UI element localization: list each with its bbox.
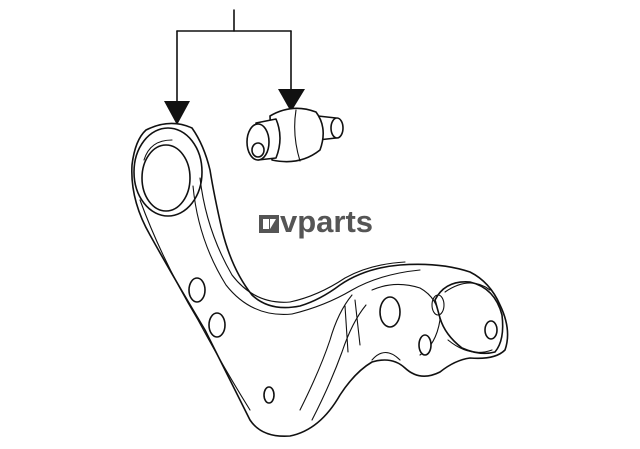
arrowhead-arm bbox=[164, 101, 190, 125]
logo-mark-icon bbox=[259, 215, 279, 233]
hole bbox=[379, 296, 401, 328]
bushing bbox=[246, 107, 344, 163]
hole bbox=[484, 320, 498, 340]
hole bbox=[418, 334, 432, 356]
hole bbox=[188, 277, 206, 303]
upper-control-arm bbox=[131, 122, 509, 437]
watermark-text: vparts bbox=[280, 204, 373, 239]
watermark-logo: vparts bbox=[259, 204, 373, 239]
callout-leader bbox=[164, 9, 305, 125]
arrowhead-bushing bbox=[278, 89, 305, 112]
hole bbox=[263, 386, 275, 404]
hole bbox=[208, 312, 226, 338]
